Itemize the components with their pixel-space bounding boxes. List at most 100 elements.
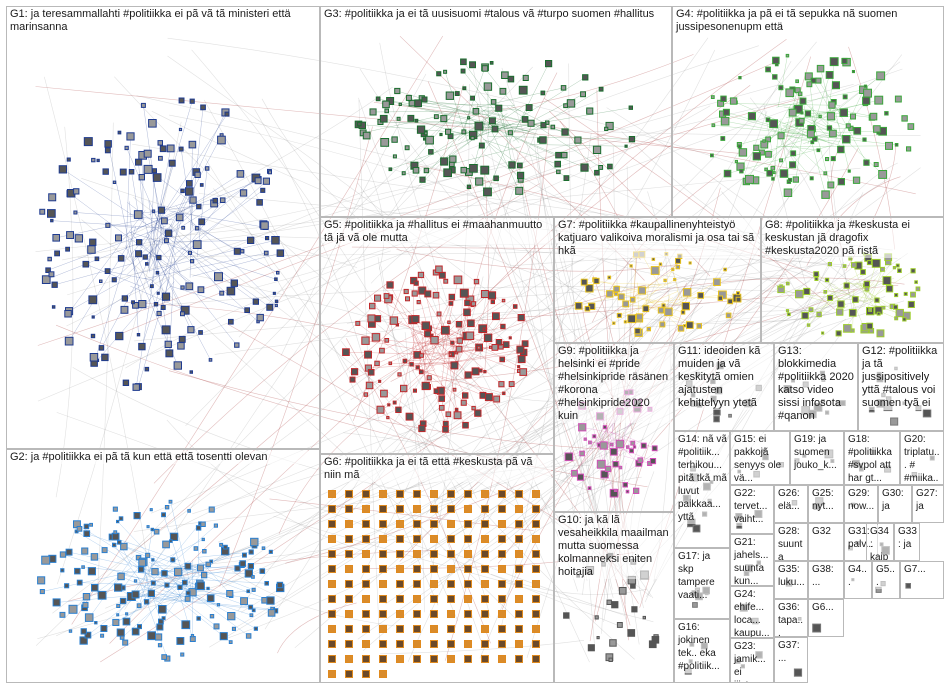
edge [462,70,496,112]
edge [67,83,781,296]
edge [255,105,711,288]
node [76,526,83,532]
node [248,549,254,555]
node [201,572,208,579]
node [850,113,856,120]
group-box-g7: G7: #politiikka #kaupallinenyhteistyö ka… [554,217,761,343]
node [379,625,387,633]
edge [169,285,248,311]
node [173,361,183,370]
node [618,587,627,595]
edge [672,269,682,305]
node [804,110,812,117]
edge [168,210,266,228]
node [804,72,813,81]
node [254,177,262,185]
edge [231,570,395,627]
node [164,340,172,349]
node [76,579,83,586]
node [766,169,774,177]
node [205,561,211,568]
node [582,74,589,81]
node [532,655,540,663]
node [851,70,856,74]
edge [68,219,144,342]
node [430,336,439,345]
node [164,505,170,510]
node [156,254,162,261]
node [576,473,585,481]
edge [137,286,804,308]
node [772,74,778,80]
edge [134,302,710,342]
node [405,296,410,302]
edge [574,427,609,474]
node [94,256,100,262]
node [832,81,840,90]
node [150,527,155,532]
node [82,601,89,609]
node [650,266,660,275]
node [143,599,150,605]
node [642,305,650,313]
node [600,470,609,479]
node [885,141,893,150]
node [490,99,497,105]
edge [455,295,493,367]
edge [746,103,792,182]
edge [421,337,427,387]
node [664,307,673,317]
node [396,520,404,528]
group-box-g27: G27: ja [912,485,944,523]
node [829,129,837,138]
node [878,170,888,179]
edge [69,551,129,566]
group-box-g13: G13: blokkimedia #politiikka 2020 katso … [774,343,858,431]
node [827,262,832,267]
node [135,250,143,258]
node [83,137,93,147]
edge [35,167,861,252]
node [115,234,122,242]
edge [631,284,661,319]
node [256,199,263,206]
node [816,64,825,73]
node [395,406,402,414]
node [765,150,772,158]
node [447,550,455,558]
group-box-g7x: G7... [900,561,944,599]
node [206,586,210,591]
node [151,558,155,562]
edge [410,118,471,137]
node [213,523,219,528]
node [247,563,255,570]
group-box-g8: G8: #politiikka ja #keskusta ei keskusta… [761,217,944,343]
edge [162,217,180,308]
node [423,167,430,174]
node [413,505,421,513]
edge [594,279,634,291]
edge [389,297,432,362]
node [688,261,692,265]
node [184,595,191,602]
node [445,91,455,100]
node [68,629,73,633]
node [842,264,847,268]
node [821,190,830,199]
edge [808,296,833,326]
node [362,535,370,543]
group-box-g19: G19: ja suomen jouko_k... [790,431,844,485]
edge [149,181,267,285]
edge [396,249,678,272]
group-label-g18: G18: #politiikka #svpol att har gt... [848,433,897,484]
node [725,312,732,319]
node [447,610,455,618]
edge [784,145,819,151]
edge [468,123,505,173]
node [175,213,184,222]
node [263,250,269,256]
node [112,180,117,185]
node [842,94,848,100]
edge [376,339,432,364]
edge [611,424,615,452]
